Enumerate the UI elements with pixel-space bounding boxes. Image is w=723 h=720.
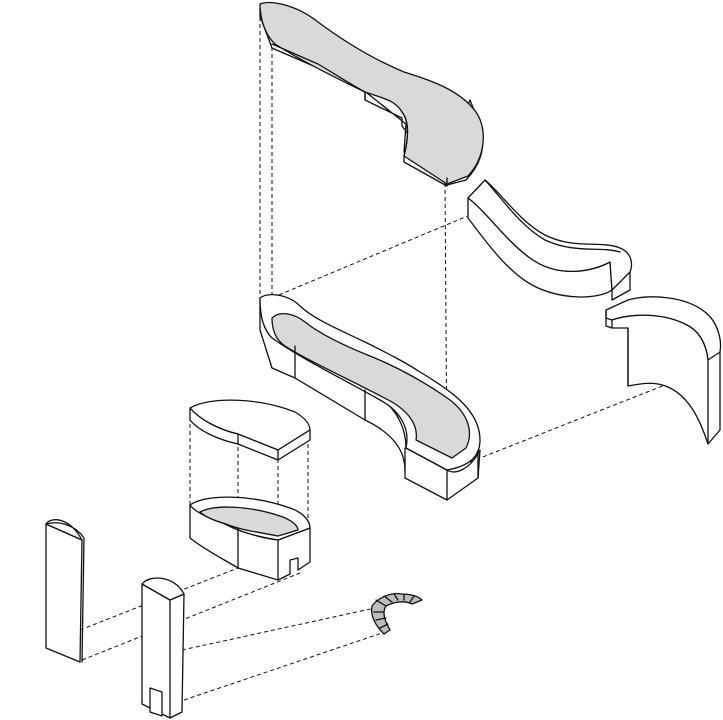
column-with-door xyxy=(141,577,185,719)
spiral-stair-steps xyxy=(370,592,423,635)
small-lid xyxy=(189,399,311,461)
projection-line xyxy=(183,631,386,701)
column-left-body xyxy=(45,523,83,663)
small-basin-edges xyxy=(237,527,279,581)
door-opening xyxy=(149,687,163,717)
spiral-stair xyxy=(370,592,423,635)
curved-wall-step-face xyxy=(611,314,709,445)
column-door-body xyxy=(141,583,185,719)
curved-wall xyxy=(467,179,633,301)
column-left xyxy=(45,519,85,663)
small-basin xyxy=(189,496,311,581)
top-slab xyxy=(259,1,484,187)
top-slab-surface xyxy=(259,1,484,185)
curved-wall-with-step xyxy=(605,296,722,445)
small-lid-edge xyxy=(237,433,279,461)
base-basin xyxy=(259,294,481,501)
small-lid-side xyxy=(189,407,311,461)
projection-line xyxy=(261,214,471,303)
projection-line xyxy=(181,607,376,651)
curved-wall-step-edge xyxy=(605,309,721,445)
small-basin-interior xyxy=(199,506,299,537)
top-slab-front-edge xyxy=(271,43,448,187)
base-basin-interior xyxy=(271,312,471,459)
column-left-curve xyxy=(45,522,85,663)
spiral-stair-treads xyxy=(373,593,415,629)
column-door-top xyxy=(141,577,185,601)
curved-wall-edge xyxy=(484,179,631,301)
base-basin-details xyxy=(294,345,479,501)
column-left-top xyxy=(45,519,83,541)
